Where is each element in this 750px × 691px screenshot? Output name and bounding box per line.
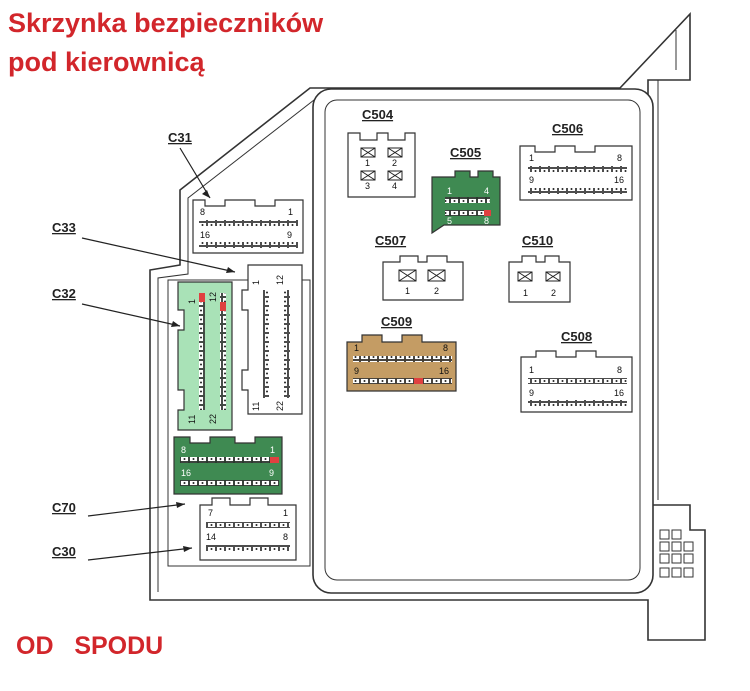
connector-c509: C509 1 8 9 16 [346, 314, 457, 392]
c32-pin-1: 1 [187, 299, 197, 304]
connector-c33: C33 1 12 11 22 [52, 220, 303, 415]
connector-c31: C31 8 1 16 9 [168, 130, 304, 254]
c31-pin-16: 16 [200, 230, 210, 240]
c32-pin-12: 12 [208, 292, 218, 302]
c508-pin-8: 8 [617, 365, 622, 375]
diagram-title: Skrzynka bezpieczników pod kierownicą [8, 4, 323, 82]
c509-pin-9: 9 [354, 366, 359, 376]
c508-pin-16: 16 [614, 388, 624, 398]
c30-pin-14: 14 [206, 532, 216, 542]
c30-pin-8: 8 [283, 532, 288, 542]
connector-c30: C30 7 1 14 8 [52, 497, 297, 561]
c33-pin-12: 12 [275, 275, 285, 285]
c510-pin-2: 2 [551, 288, 556, 298]
c31-label: C31 [168, 130, 192, 145]
c70-pin-9: 9 [269, 468, 274, 478]
c504-pin-4: 4 [392, 181, 397, 191]
c31-pin-9: 9 [287, 230, 292, 240]
c508-pin-1: 1 [529, 365, 534, 375]
c508-label: C508 [561, 329, 592, 344]
c70-pin-8: 8 [181, 445, 186, 455]
c509-label: C509 [381, 314, 412, 329]
c30-pin-1: 1 [283, 508, 288, 518]
c506-pin-9: 9 [529, 175, 534, 185]
connector-c508: C508 1 8 9 16 [520, 329, 633, 413]
main-panel-inner [324, 99, 641, 581]
c505-pin-4: 4 [484, 186, 489, 196]
c506-pin-16: 16 [614, 175, 624, 185]
connector-c504: C504 1 2 3 4 [347, 107, 416, 198]
connector-c32: C32 1 12 11 22 [52, 281, 233, 431]
c33-label: C33 [52, 220, 76, 235]
c33-pin-1: 1 [251, 280, 261, 285]
side-slots [659, 529, 694, 578]
c509-pin-8: 8 [443, 343, 448, 353]
c504-pin-3: 3 [365, 181, 370, 191]
connector-c507: C507 1 2 [375, 233, 464, 301]
c504-label: C504 [362, 107, 394, 122]
connector-c510: C510 1 2 [508, 233, 571, 303]
c510-pin-1: 1 [523, 288, 528, 298]
c509-pin-1: 1 [354, 343, 359, 353]
c32-pin-22: 22 [208, 414, 218, 424]
c505-pin-5: 5 [447, 216, 452, 226]
title-line-2: pod kierownicą [8, 47, 205, 77]
c506-pin-8: 8 [617, 153, 622, 163]
c31-pin-1: 1 [288, 207, 293, 217]
c510-label: C510 [522, 233, 553, 248]
connector-c506: C506 1 8 9 16 [519, 121, 633, 201]
c507-pin-2: 2 [434, 286, 439, 296]
c70-label: C70 [52, 500, 76, 515]
view-note: OD SPODU [16, 632, 164, 660]
housing-outline [149, 11, 706, 641]
left-panel [167, 279, 311, 567]
c504-pin-1: 1 [365, 158, 370, 168]
c506-pin-1: 1 [529, 153, 534, 163]
c70-pin-16: 16 [181, 468, 191, 478]
c32-label: C32 [52, 286, 76, 301]
connector-c505: C505 1 4 5 8 [431, 145, 501, 235]
main-panel [312, 88, 654, 594]
c505-pin-1: 1 [447, 186, 452, 196]
c507-pin-1: 1 [405, 286, 410, 296]
c507-label: C507 [375, 233, 406, 248]
c70-pin-1: 1 [270, 445, 275, 455]
c30-label: C30 [52, 544, 76, 559]
c509-pin-16: 16 [439, 366, 449, 376]
c508-pin-9: 9 [529, 388, 534, 398]
c33-pin-11: 11 [251, 402, 261, 411]
connector-green-16pin: 8 1 16 9 [173, 436, 283, 495]
c32-pin-11: 11 [187, 415, 197, 424]
c504-pin-2: 2 [392, 158, 397, 168]
c506-label: C506 [552, 121, 583, 136]
c31-pin-8: 8 [200, 207, 205, 217]
c30-pin-7: 7 [208, 508, 213, 518]
c33-pin-22: 22 [275, 401, 285, 411]
c505-pin-8: 8 [484, 216, 489, 226]
c70-callout: C70 [52, 500, 186, 517]
c505-label: C505 [450, 145, 481, 160]
title-line-1: Skrzynka bezpieczników [8, 8, 324, 38]
